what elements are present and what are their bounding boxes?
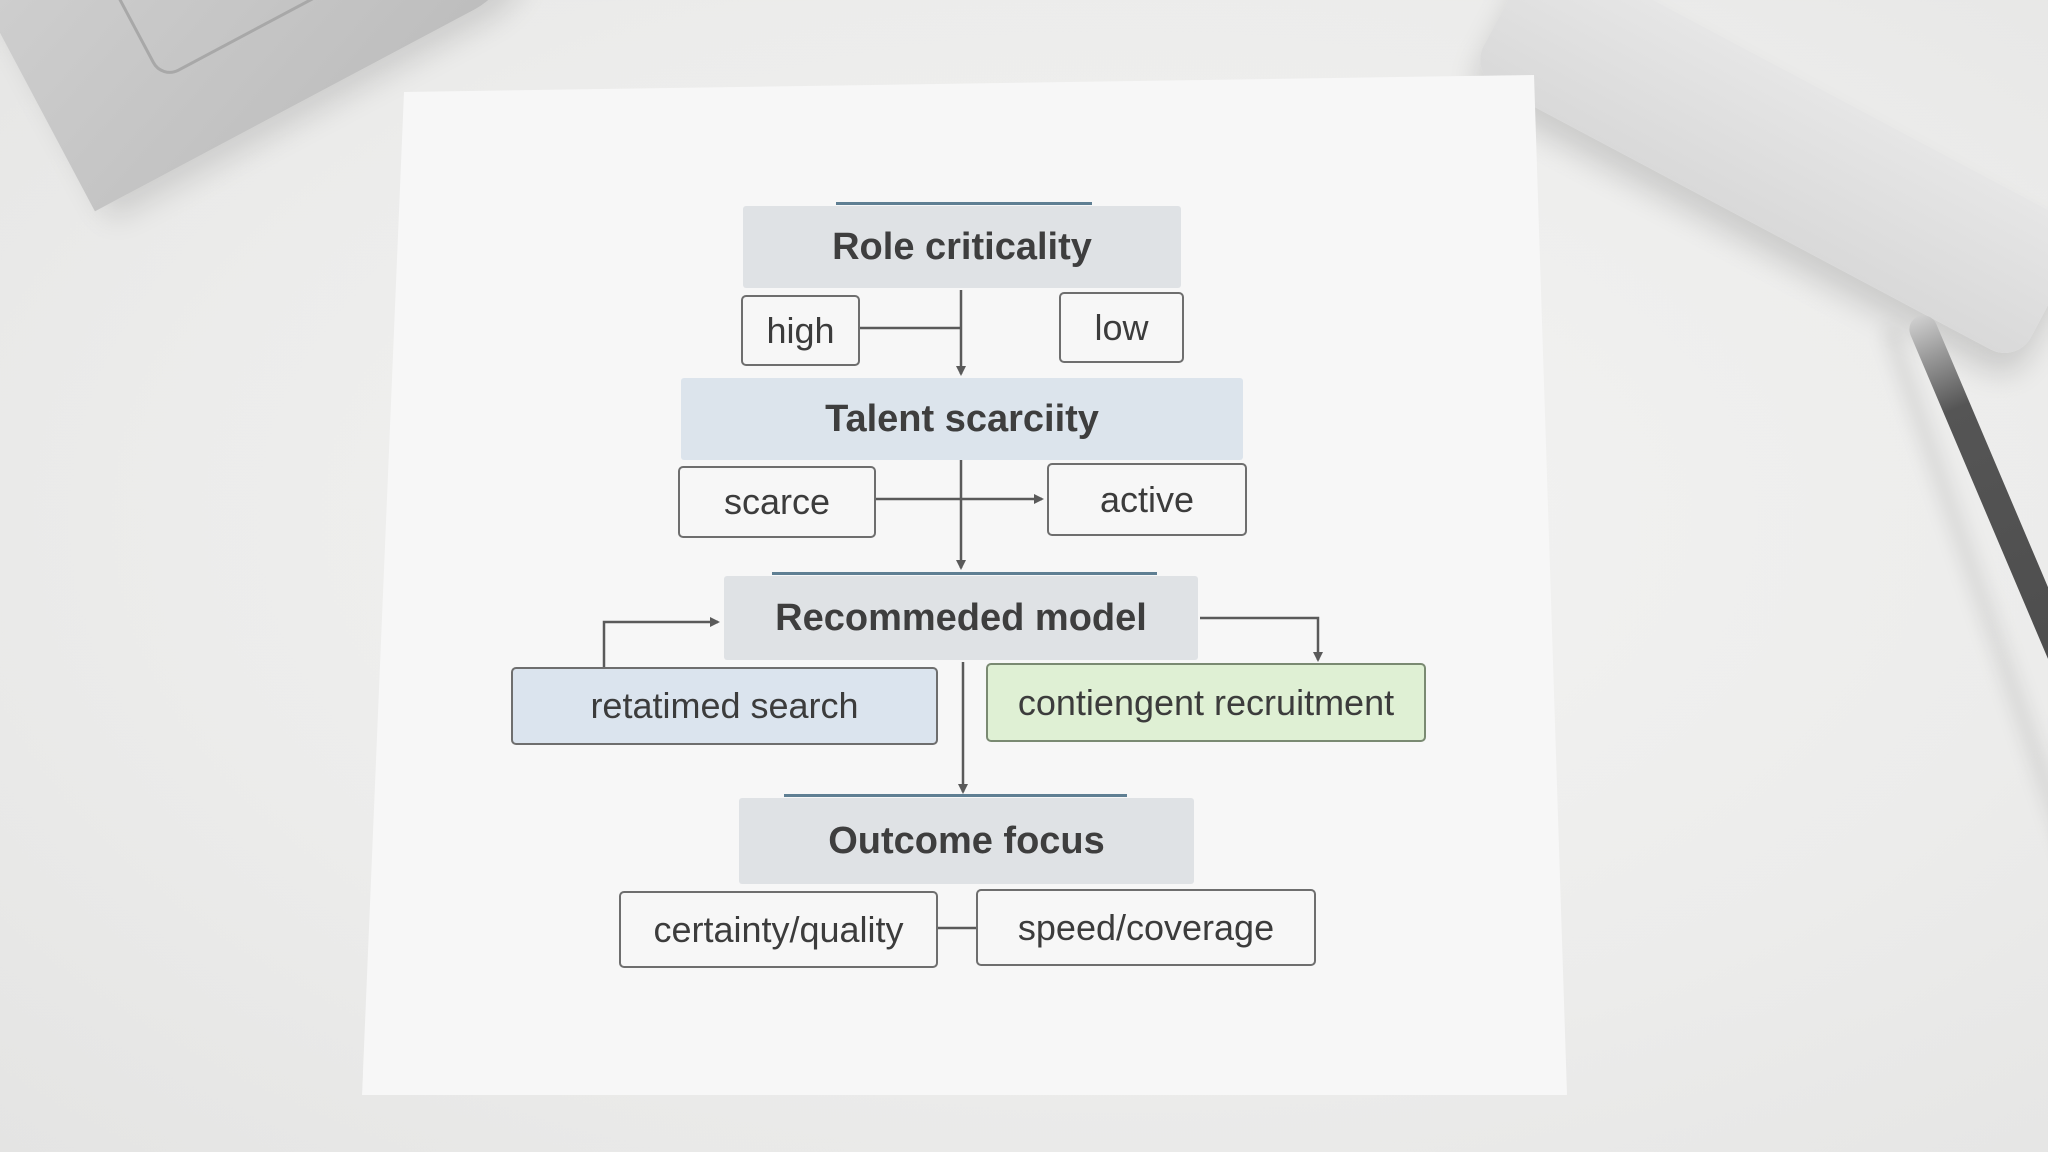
node-speed-coverage: speed/coverage — [976, 889, 1316, 966]
node-low-label: low — [1094, 306, 1149, 348]
connector-model-to-contingent — [1200, 616, 1323, 662]
node-outcome-focus-label: Outcome focus — [828, 819, 1105, 862]
node-low: low — [1059, 292, 1184, 363]
node-scarce-label: scarce — [723, 481, 831, 522]
node-role-criticality-label: Role criticality — [832, 225, 1092, 268]
node-high: high — [741, 295, 860, 366]
node-contingent-recruitment: contiengent recruitment — [986, 663, 1426, 742]
header-accent-line — [772, 572, 1157, 575]
node-speed-coverage-label: speed/coverage — [1017, 906, 1275, 948]
node-scarce: scarce — [678, 466, 876, 538]
node-talent-scarcity: Talent scarciity — [681, 378, 1243, 460]
node-certainty-quality: certainty/quality — [619, 891, 938, 968]
node-contingent-recruitment-label: contiengent recruitment — [1017, 681, 1395, 723]
node-retained-search: retatimed search — [511, 667, 938, 745]
header-accent-line — [784, 794, 1127, 797]
node-high-label: high — [766, 309, 835, 351]
node-talent-scarcity-label: Talent scarciity — [825, 397, 1099, 440]
node-role-criticality: Role criticality — [743, 202, 1181, 288]
node-certainty-quality-label: certainty/quality — [653, 908, 904, 950]
connector-retained-to-model — [602, 617, 720, 668]
node-outcome-focus: Outcome focus — [739, 794, 1194, 884]
node-active-label: active — [1099, 478, 1195, 520]
node-recommended-model-label: Recommeded model — [775, 596, 1147, 639]
node-retained-search-label: retatimed search — [590, 685, 859, 726]
node-recommended-model: Recommeded model — [724, 572, 1198, 660]
header-accent-line — [836, 202, 1092, 205]
node-active: active — [1047, 463, 1247, 536]
